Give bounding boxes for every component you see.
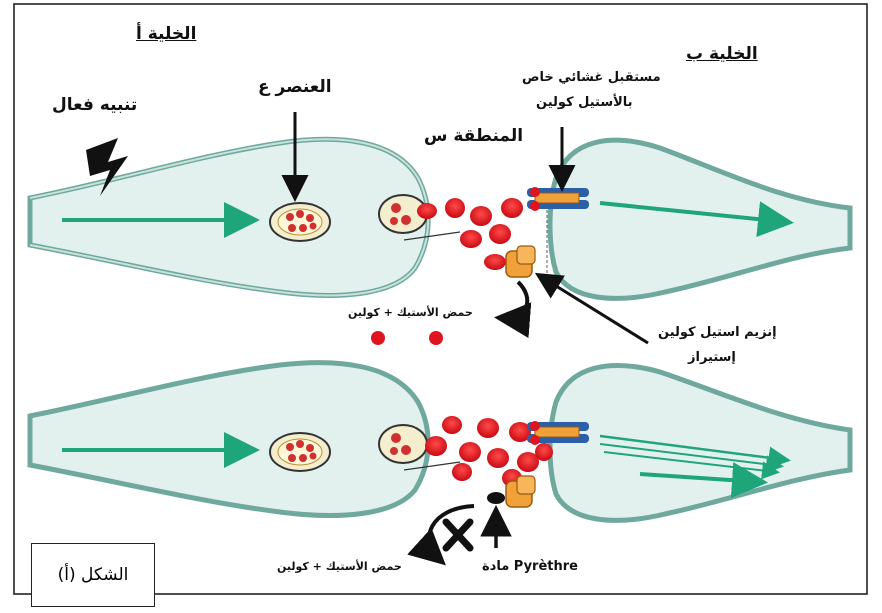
acetylcholine-molecules-top: [417, 198, 523, 270]
figure-frame: [13, 3, 868, 595]
bottom-synapse: [27, 360, 853, 566]
inhibited-enzyme-bottom: [487, 475, 536, 508]
fusing-vesicle-bottom: [378, 424, 428, 464]
products-label-top: حمض الأستيك + كولين: [348, 306, 473, 319]
figure-caption: الشكل (أ): [31, 543, 155, 607]
receptor-label-line2: بالأستيل كولين: [536, 95, 633, 110]
acetylcholine-receptor-top: [527, 187, 589, 211]
enzyme-pointer: [534, 272, 649, 345]
top-synapse: [27, 112, 853, 345]
acetylcholinesterase-enzyme-top: [505, 245, 536, 278]
cell-a-label: الخلية أ: [136, 24, 197, 44]
presynaptic-membrane-bottom: [27, 360, 431, 518]
receptor-label-line1: مستقبل غشائي خاص: [522, 70, 661, 85]
zone-s-label: المنطقة س: [424, 126, 524, 146]
enzyme-label-line2: إستيراز: [688, 350, 736, 365]
postsynaptic-membrane-top: [547, 137, 853, 301]
nerve-impulse-arrow-bottom-b: [599, 434, 791, 469]
cell-b-label: الخلية ب: [686, 44, 758, 64]
fusing-vesicle-top: [378, 194, 428, 234]
element-e-label: العنصر ع: [258, 77, 332, 97]
stimulus-lightning-icon: [86, 138, 128, 196]
pyrethre-molecule: [487, 492, 505, 504]
acetylcholine-molecules-bottom: [425, 416, 553, 487]
postsynaptic-membrane-bottom: [547, 363, 853, 523]
pyrethre-label: مادة Pyrèthre: [482, 559, 578, 574]
stimulus-label: تنبيه فعال: [52, 95, 138, 115]
enzyme-label-line1: إنزيم استيل كولين: [658, 325, 777, 340]
products-label-bottom: حمض الأستيك + كولين: [277, 560, 402, 573]
blocked-x-icon: [442, 518, 474, 552]
element-e-organelle: [269, 202, 331, 242]
nerve-impulse-arrow-top-b: [599, 201, 794, 238]
hydrolysis-arrow-top: [494, 280, 532, 339]
acetylcholine-receptor-bottom: [527, 421, 589, 445]
blocked-hydrolysis-arrow: [407, 504, 475, 566]
element-e-organelle-bottom: [269, 432, 331, 472]
